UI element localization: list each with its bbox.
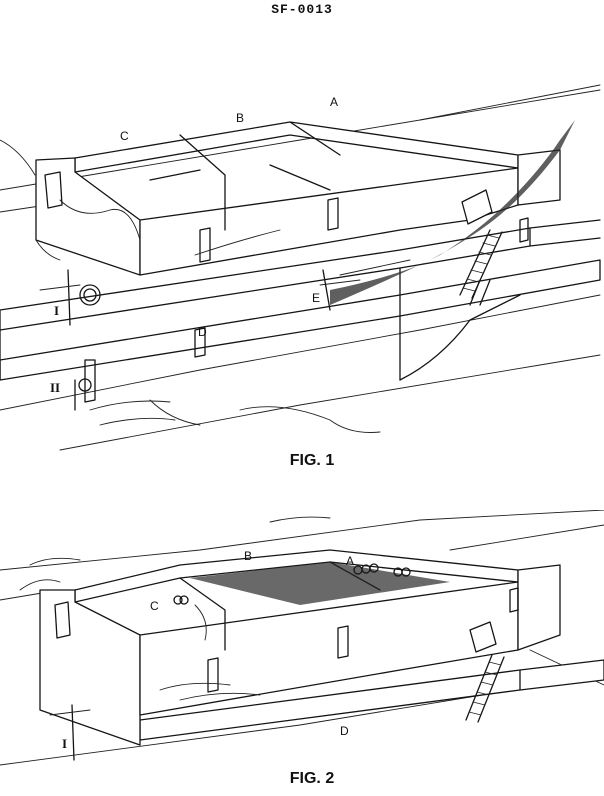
fig2-label-a: A (346, 554, 354, 568)
figure-2-drawing: A B C D I (0, 510, 604, 766)
fig1-label-ii: II (50, 380, 60, 395)
fig2-label-d: D (340, 724, 349, 738)
fig1-label-e: E (312, 291, 320, 305)
figure-1-illustration: A B C D E I II (0, 80, 604, 460)
figure-2-illustration: A B C D I (0, 510, 604, 780)
fig2-equipment (49, 704, 91, 761)
fig2-building (39, 549, 561, 746)
fig1-label-i: I (54, 303, 59, 318)
fig1-building (35, 121, 561, 358)
fig1-label-c: C (120, 129, 129, 143)
fig1-label-a: A (330, 95, 338, 109)
figure-2-caption: FIG. 2 (289, 770, 335, 787)
fig1-lower-floors (0, 219, 601, 381)
fig2-label-c: C (150, 599, 159, 613)
fig2-label-b: B (244, 549, 252, 563)
fig1-debris (319, 120, 575, 311)
fig2-label-i: I (62, 736, 67, 751)
figure-1-caption: FIG. 1 (289, 452, 335, 469)
figure-1-drawing: A B C D E I II (0, 84, 601, 451)
fig2-ladder (465, 621, 505, 723)
fig1-label-b: B (236, 111, 244, 125)
fig1-ladder (459, 189, 503, 306)
fig1-label-d: D (198, 325, 207, 339)
document-id: SF-0013 (271, 2, 333, 17)
fig1-equipment (39, 269, 101, 411)
